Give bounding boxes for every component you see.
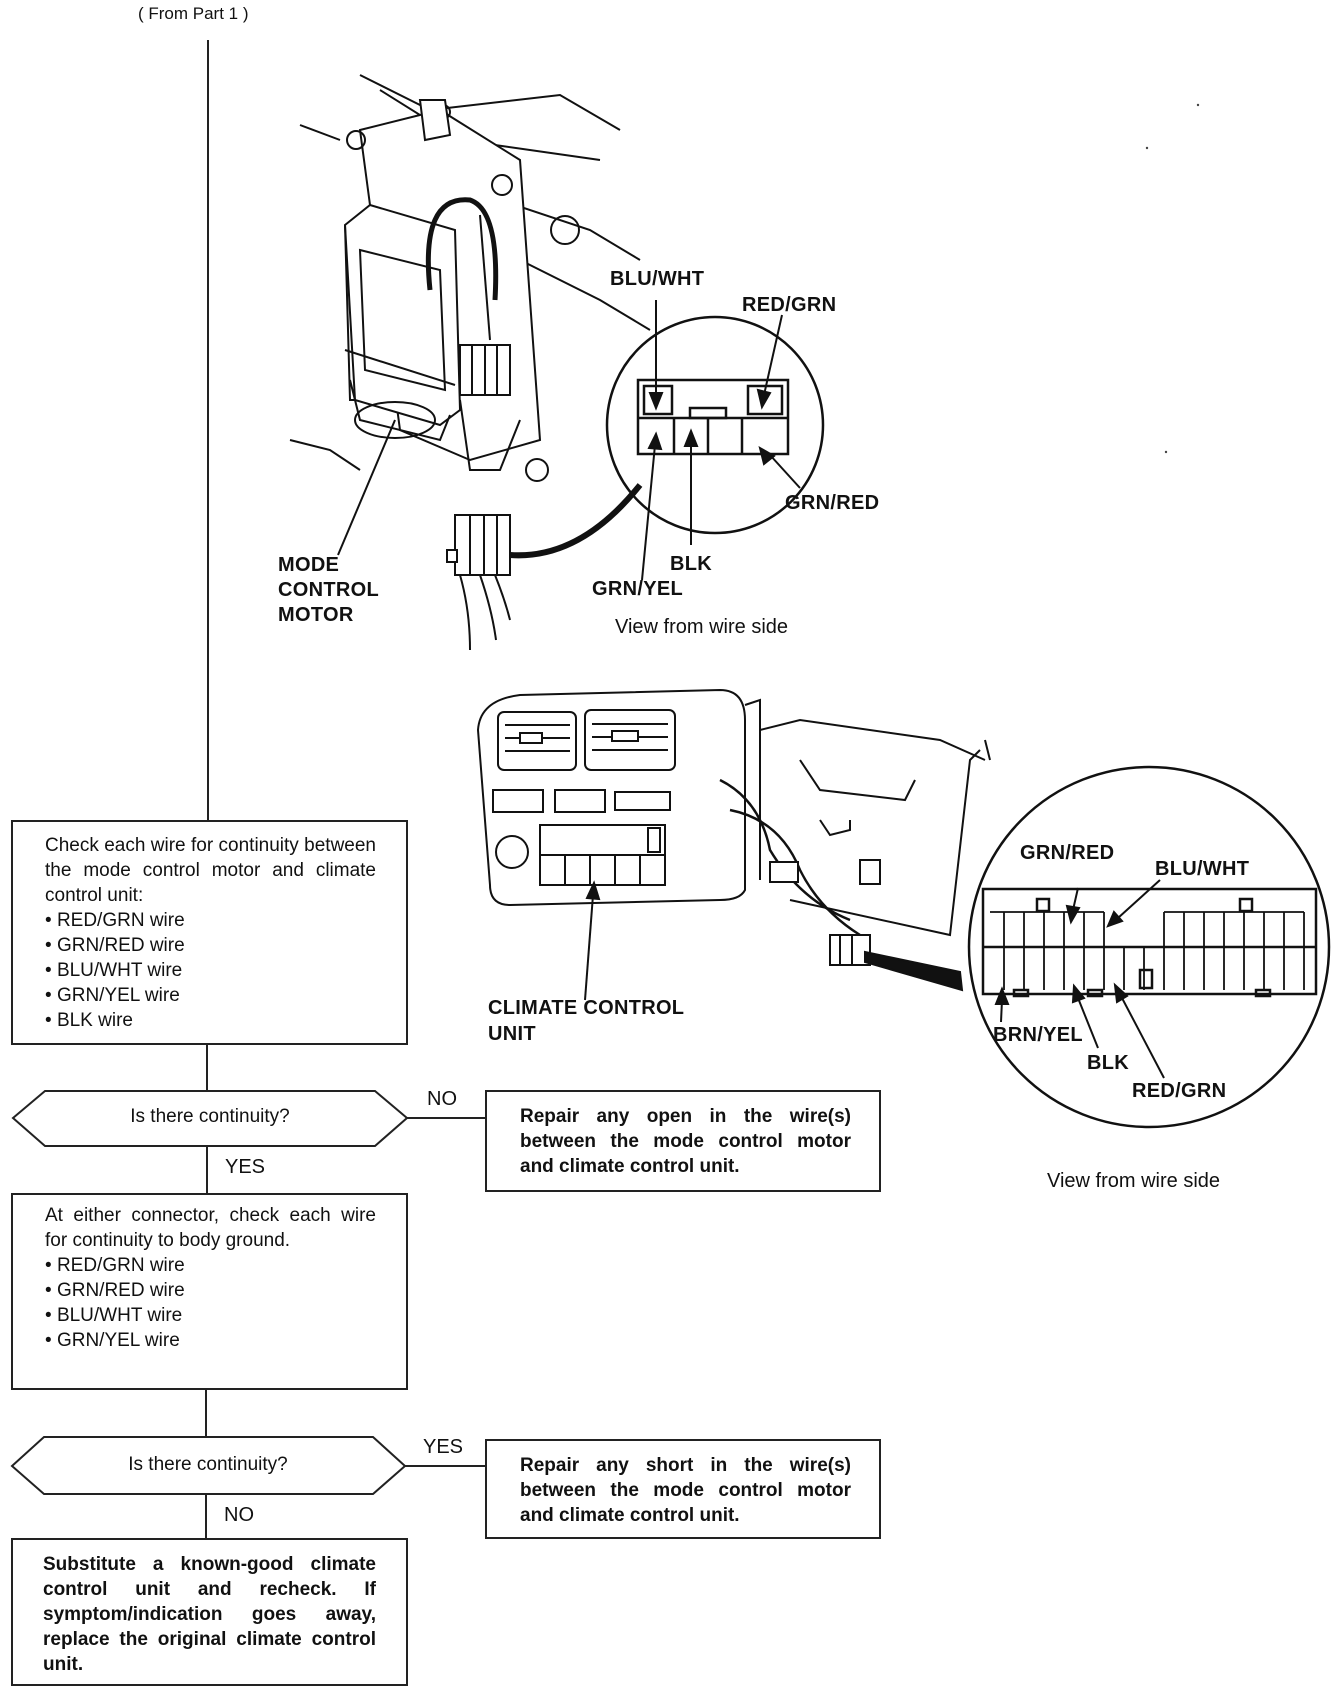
- ccu-inset-arrows: [994, 879, 1165, 1079]
- substitute-unit-box: Substitute a known-good climate control …: [11, 1538, 408, 1686]
- motor-connector-inset: [605, 315, 825, 535]
- check-ground-step-box: At either connector, check each wire for…: [11, 1193, 408, 1390]
- decision-1-question: Is there continuity?: [130, 1106, 290, 1127]
- substitute-unit-text: Substitute a known-good climate control …: [43, 1554, 376, 1675]
- step2-wire-list: RED/GRN wire GRN/RED wire BLU/WHT wire G…: [45, 1253, 376, 1353]
- step2-wire-item: GRN/YEL wire: [45, 1328, 376, 1353]
- mode-control-motor-label: MODE CONTROL MOTOR: [278, 554, 379, 626]
- ccu-wire-grn-red-label: GRN/RED: [1020, 842, 1115, 864]
- check-continuity-step-box: Check each wire for continuity between t…: [11, 820, 408, 1045]
- repair-short-text: Repair any short in the wire(s) between …: [520, 1455, 851, 1526]
- motor-wire-blk-label: BLK: [670, 553, 713, 575]
- flow-connectors: [205, 40, 485, 1538]
- motor-wire-red-grn-label: RED/GRN: [742, 294, 837, 316]
- step2-wire-item: BLU/WHT wire: [45, 1303, 376, 1328]
- step1-wire-item: BLK wire: [45, 1008, 376, 1033]
- climate-control-unit-label: CLIMATE CONTROL UNIT: [488, 997, 685, 1045]
- motor-wire-grn-yel-label: GRN/YEL: [592, 578, 683, 600]
- dashboard-illustration: [476, 688, 991, 992]
- repair-open-text: Repair any open in the wire(s) between t…: [520, 1106, 851, 1177]
- repair-open-result-box: Repair any open in the wire(s) between t…: [485, 1090, 881, 1192]
- ccu-wire-blu-wht-label: BLU/WHT: [1155, 858, 1250, 880]
- motor-wire-blu-wht-label: BLU/WHT: [610, 268, 705, 290]
- motor-view-caption: View from wire side: [615, 616, 789, 638]
- repair-short-result-box: Repair any short in the wire(s) between …: [485, 1439, 881, 1539]
- motor-wire-grn-red-label: GRN/RED: [785, 492, 880, 514]
- decision-1-no-label: NO: [427, 1088, 457, 1110]
- step1-wire-item: BLU/WHT wire: [45, 958, 376, 983]
- step2-wire-item: RED/GRN wire: [45, 1253, 376, 1278]
- ccu-wire-red-grn-label: RED/GRN: [1132, 1080, 1227, 1102]
- step2-wire-item: GRN/RED wire: [45, 1278, 376, 1303]
- decision-diamond-2: [10, 1436, 407, 1495]
- ccu-wire-brn-yel-label: BRN/YEL: [993, 1024, 1083, 1046]
- decision-1-yes-label: YES: [225, 1156, 266, 1178]
- step1-wire-item: GRN/RED wire: [45, 933, 376, 958]
- ccu-wire-blk-label: BLK: [1087, 1052, 1130, 1074]
- decision-diamond-1: [11, 1090, 409, 1147]
- check-ground-instruction: At either connector, check each wire for…: [45, 1205, 376, 1251]
- mode-control-motor-illustration: [289, 74, 651, 651]
- decision-2-no-label: NO: [224, 1504, 254, 1526]
- step1-wire-item: RED/GRN wire: [45, 908, 376, 933]
- ccu-view-caption: View from wire side: [1047, 1170, 1221, 1192]
- motor-inset-arrows: [641, 300, 801, 581]
- from-part-label: ( From Part 1 ): [138, 4, 249, 23]
- step1-wire-list: RED/GRN wire GRN/RED wire BLU/WHT wire G…: [45, 908, 376, 1033]
- ccu-connector-inset: [967, 765, 1331, 1129]
- decision-2-question: Is there continuity?: [128, 1454, 288, 1475]
- check-continuity-instruction: Check each wire for continuity between t…: [45, 835, 376, 906]
- step1-wire-item: GRN/YEL wire: [45, 983, 376, 1008]
- decision-2-yes-label: YES: [423, 1436, 464, 1458]
